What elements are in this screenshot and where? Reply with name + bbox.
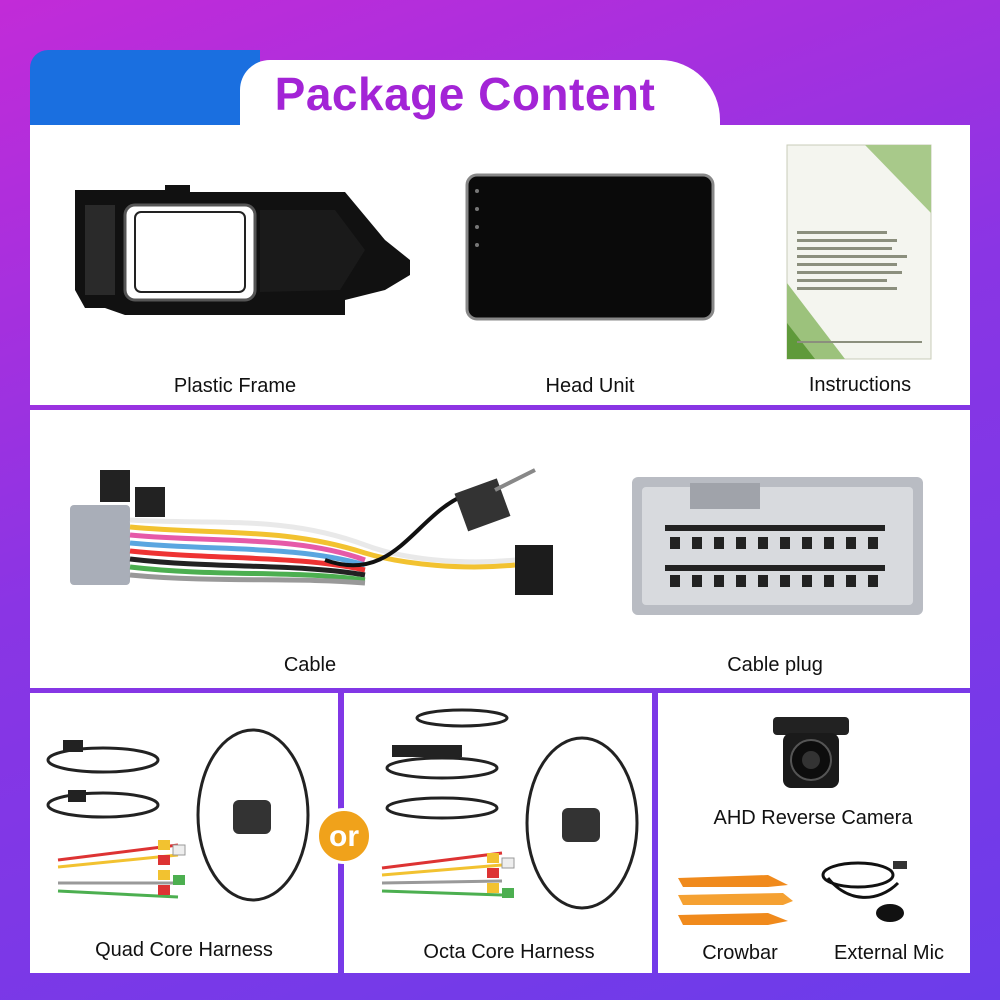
cell-accessories: AHD Reverse Camera Crowbar External Mic [658,693,970,973]
crowbar-icon [678,875,793,925]
cell-octa-core-harness: Octa Core Harness [344,693,652,973]
page-title: Package Content [274,68,656,120]
head-unit-label: Head Unit [545,375,635,397]
head-unit-image [465,173,715,321]
row-main-parts: Plastic Frame Head Unit Instructions [30,125,970,405]
octa-core-harness-label: Octa Core Harness [423,941,595,963]
plastic-frame-image [75,185,410,315]
quad-core-harness-label: Quad Core Harness [95,939,273,961]
crowbar-label: Crowbar [702,942,778,964]
quad-core-harness-image [46,728,310,902]
row-cables: Cable Cable plug [30,410,970,688]
instructions-image [786,144,932,360]
cell-quad-core-harness: Quad Core Harness [30,693,338,973]
microphone-icon [821,861,907,922]
cable-image [70,468,553,595]
or-badge: or [316,808,372,864]
plastic-frame-label: Plastic Frame [173,375,297,397]
ahd-reverse-camera-label: AHD Reverse Camera [713,807,913,829]
octa-core-harness-image [381,708,639,910]
cable-plug-label: Cable plug [727,654,823,676]
cable-label: Cable [283,654,337,676]
camera-icon [773,717,849,788]
cable-plug-image [632,477,923,615]
instructions-label: Instructions [808,374,912,396]
external-mic-label: External Mic [833,942,945,964]
